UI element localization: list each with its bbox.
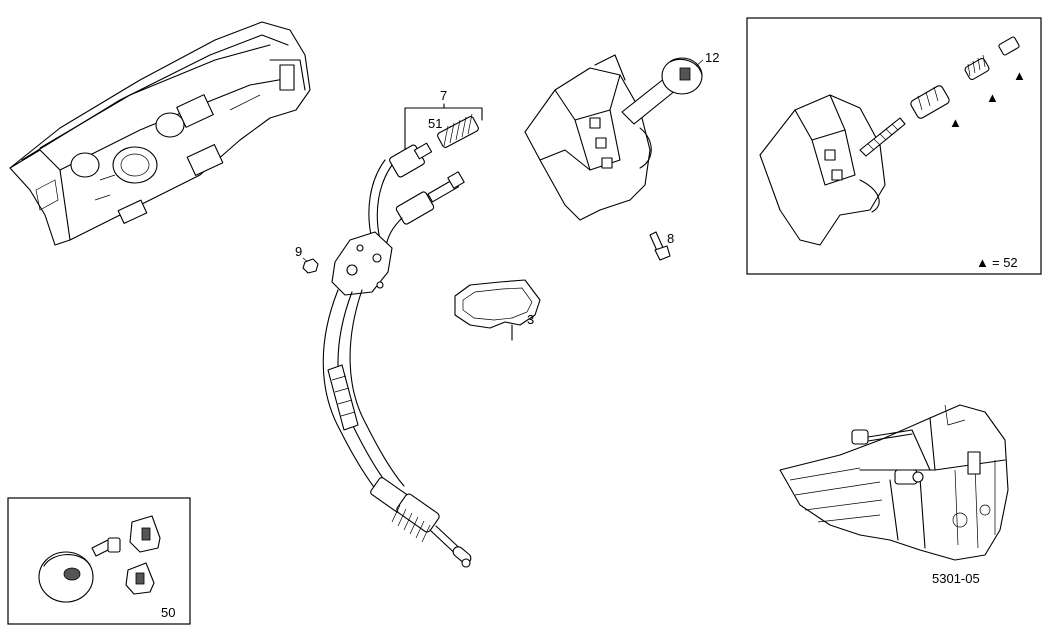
gear-cable-assembly (322, 142, 472, 568)
legend-text: = 52 (992, 255, 1018, 270)
callout-50: 50 (161, 605, 175, 620)
callout-7: 7 (440, 88, 447, 103)
callout-51: 51 (428, 116, 442, 131)
legend-symbol: ▲ (976, 255, 989, 270)
marker-triangle-2: ▲ (986, 90, 999, 105)
transmission-illustration: 5301-05 (779, 404, 1009, 586)
gear-lever-housing: 12 (524, 50, 719, 221)
callout-9: 9 (295, 244, 302, 259)
bolt-part: 8 (649, 231, 674, 261)
drawing-code: 5301-05 (932, 571, 980, 586)
marker-triangle-3: ▲ (1013, 68, 1026, 83)
detail-box-52: ▲ ▲ ▲ ▲ = 52 (746, 17, 1042, 275)
spring-part (437, 113, 479, 148)
callout-3: 3 (527, 312, 534, 327)
gasket-part: 3 (454, 279, 541, 341)
callout-8: 8 (667, 231, 674, 246)
dashboard-illustration (9, 21, 311, 246)
nut-part: 9 (295, 244, 319, 274)
marker-triangle-1: ▲ (949, 115, 962, 130)
callout-12: 12 (705, 50, 719, 65)
detail-box-50: 50 (7, 497, 191, 625)
